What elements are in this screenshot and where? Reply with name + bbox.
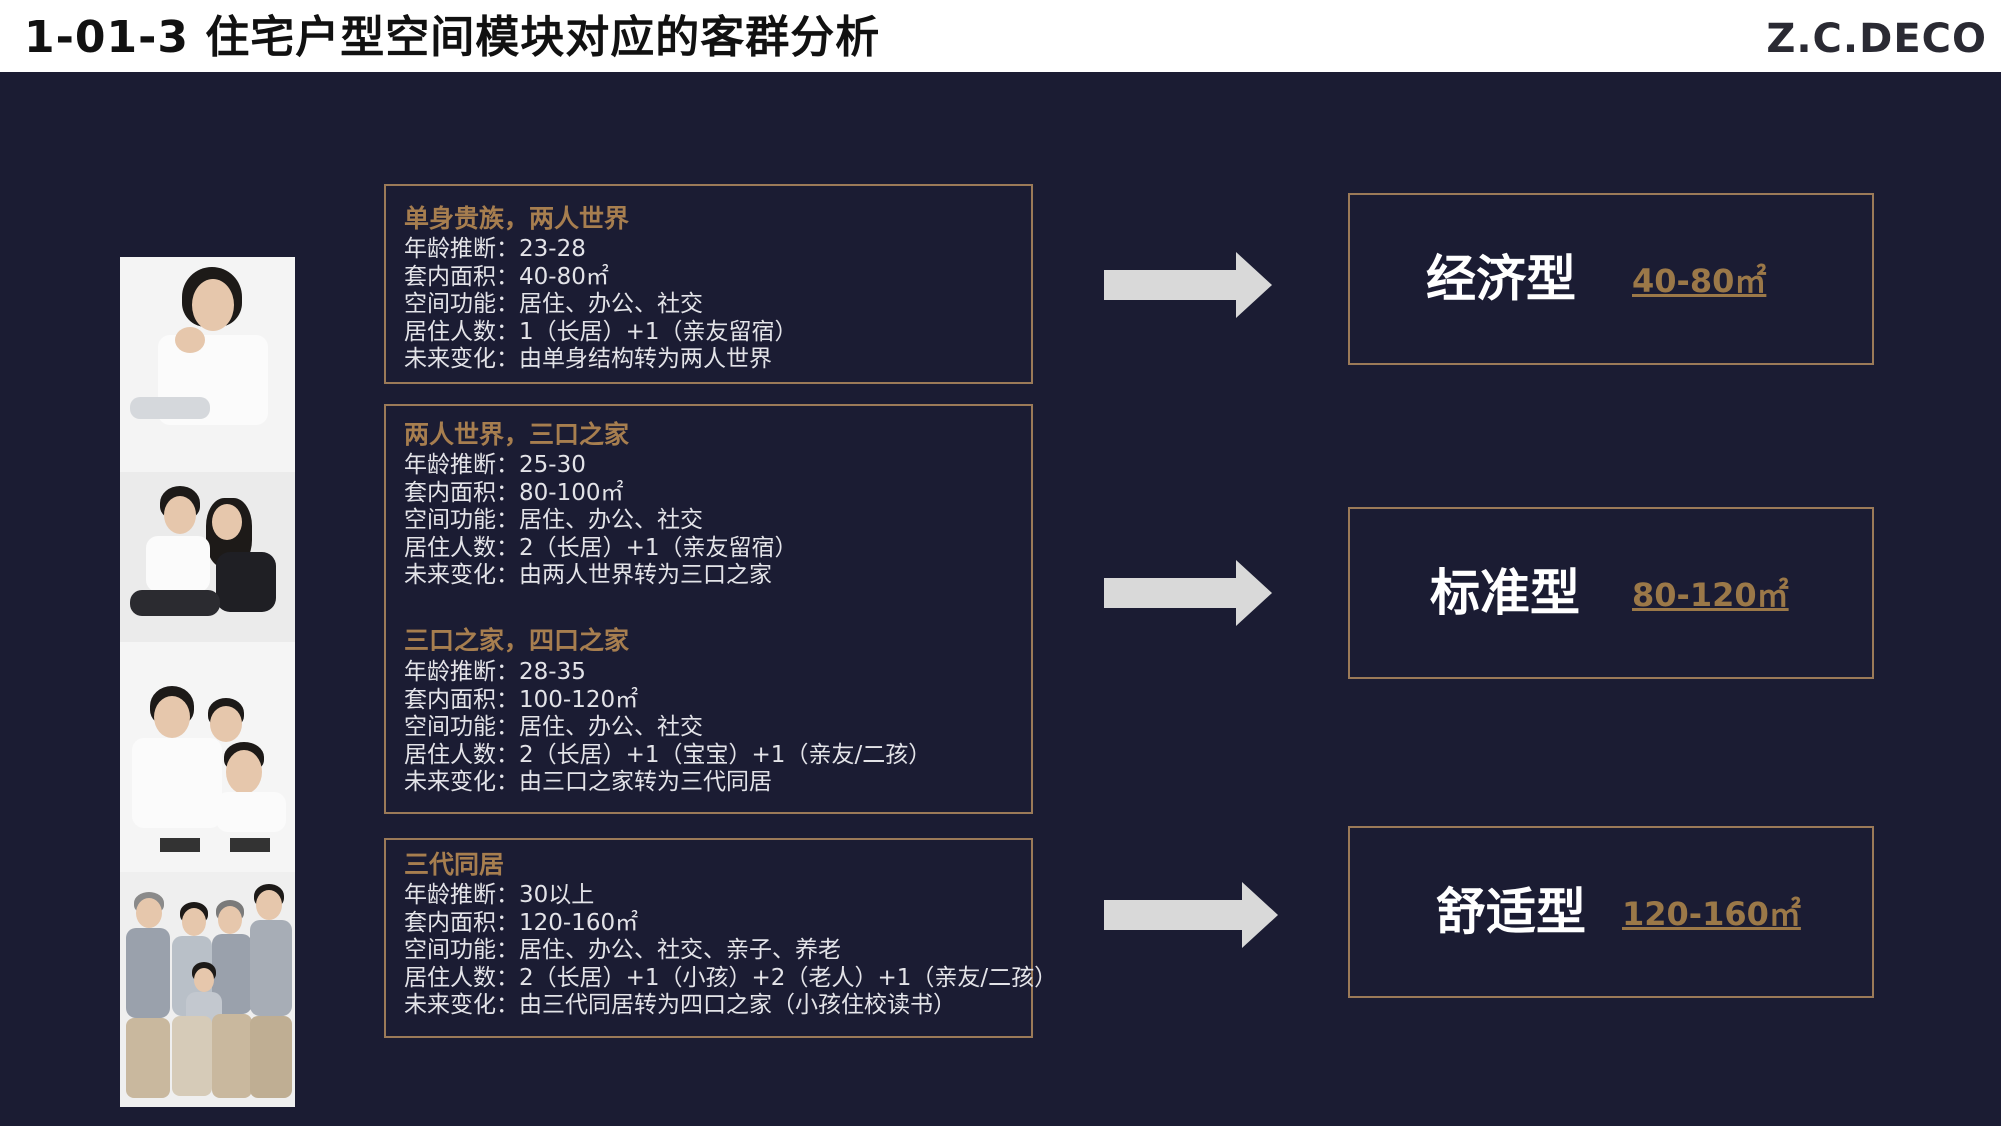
type-name: 标准型: [1430, 564, 1580, 622]
photo-single-person: [120, 257, 295, 472]
type-name: 经济型: [1426, 250, 1576, 308]
group-box-three-generations: 三代同居 年龄推断：30以上 套内面积：120-160㎡ 空间功能：居住、办公、…: [384, 838, 1057, 1038]
type-box-comfort: 舒适型 120-160㎡: [1348, 826, 1874, 998]
group-function: 空间功能：居住、办公、社交: [404, 291, 703, 317]
type-box-standard: 标准型 80-120㎡: [1348, 507, 1874, 679]
group-function: 空间功能：居住、办公、社交、亲子、养老: [404, 937, 841, 963]
arrow-right-icon: [1104, 882, 1278, 948]
group-age: 年龄推断：25-30: [404, 452, 586, 478]
group-box-family: 两人世界，三口之家 年龄推断：25-30 套内面积：80-100㎡ 空间功能：居…: [384, 404, 1033, 814]
group-heading: 单身贵族，两人世界: [404, 204, 630, 233]
group-function: 空间功能：居住、办公、社交: [404, 714, 703, 740]
group-age: 年龄推断：30以上: [404, 882, 595, 908]
type-area: 40-80㎡: [1632, 262, 1767, 300]
group-heading: 三代同居: [404, 850, 505, 879]
group-area: 套内面积：80-100㎡: [404, 480, 624, 506]
group-function: 空间功能：居住、办公、社交: [404, 507, 703, 533]
group-age: 年龄推断：28-35: [404, 659, 586, 685]
photo-strip: [120, 257, 295, 1107]
group-area: 套内面积：40-80㎡: [404, 264, 609, 290]
page-title: 1-01-3 住宅户型空间模块对应的客群分析: [24, 12, 881, 63]
group-heading: 两人世界，三口之家: [404, 420, 630, 449]
type-name: 舒适型: [1436, 883, 1586, 941]
type-area: 120-160㎡: [1622, 895, 1801, 933]
photo-family-of-three: [120, 642, 295, 872]
type-box-economy: 经济型 40-80㎡: [1348, 193, 1874, 365]
group-future: 未来变化：由单身结构转为两人世界: [404, 346, 772, 372]
brand-logo: Z.C.DECO: [1766, 16, 1987, 62]
arrow-right-icon: [1104, 252, 1272, 318]
group-area: 套内面积：120-160㎡: [404, 910, 639, 936]
group-future: 未来变化：由三口之家转为三代同居: [404, 769, 772, 795]
group-residents: 居住人数：2（长居）+1（小孩）+2（老人）+1（亲友/二孩）: [404, 965, 1058, 991]
group-residents: 居住人数：2（长居）+1（宝宝）+1（亲友/二孩）: [404, 742, 932, 768]
group-residents: 居住人数：1（长居）+1（亲友留宿）: [404, 319, 798, 345]
photo-couple: [120, 472, 295, 642]
group-future: 未来变化：由三代同居转为四口之家（小孩住校读书）: [404, 992, 956, 1018]
group-age: 年龄推断：23-28: [404, 236, 586, 262]
content-panel: 单身贵族，两人世界 年龄推断：23-28 套内面积：40-80㎡ 空间功能：居住…: [0, 72, 2001, 1126]
group-future: 未来变化：由两人世界转为三口之家: [404, 562, 772, 588]
arrow-right-icon: [1104, 560, 1272, 626]
type-area: 80-120㎡: [1632, 576, 1789, 614]
group-heading: 三口之家，四口之家: [404, 626, 630, 655]
group-residents: 居住人数：2（长居）+1（亲友留宿）: [404, 535, 798, 561]
group-area: 套内面积：100-120㎡: [404, 687, 639, 713]
photo-three-generations: [120, 872, 295, 1107]
group-box-single: 单身贵族，两人世界 年龄推断：23-28 套内面积：40-80㎡ 空间功能：居住…: [384, 184, 1033, 384]
